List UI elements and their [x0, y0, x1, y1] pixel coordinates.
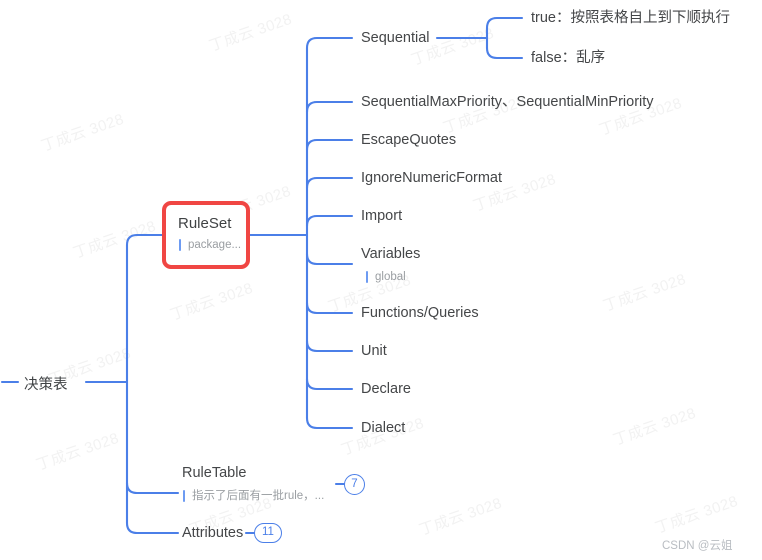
- node-dialect[interactable]: Dialect: [361, 420, 406, 436]
- node-variables-sublabel: global: [365, 270, 406, 284]
- node-variables[interactable]: Variables: [361, 246, 421, 262]
- node-declare[interactable]: Declare: [361, 381, 411, 397]
- node-sequential[interactable]: Sequential: [361, 30, 430, 46]
- badge-ruletable-count[interactable]: 7: [344, 474, 365, 495]
- watermark-text: 丁成云 3028: [600, 270, 689, 315]
- node-escapequotes[interactable]: EscapeQuotes: [361, 132, 457, 148]
- node-ruleset-sublabel: package...: [178, 238, 241, 252]
- node-attributes[interactable]: Attributes: [182, 525, 244, 541]
- wire-child-functionsqueries: [305, 301, 354, 315]
- watermark-text: 丁成云 3028: [38, 110, 127, 155]
- node-sequential-true[interactable]: true：按照表格自上到下顺执行: [531, 10, 730, 26]
- wire-child-seqpriority: [305, 100, 354, 114]
- wire-child-sequential: [305, 36, 354, 50]
- wire-child-declare: [305, 377, 354, 391]
- wire-sub-false: [485, 46, 524, 60]
- wire-child-ignorenumericformat: [305, 176, 354, 190]
- watermark-text: 丁成云 3028: [652, 492, 741, 537]
- wire-child-unit: [305, 339, 354, 353]
- node-sequential-priority[interactable]: SequentialMaxPriority、SequentialMinPrior…: [361, 94, 654, 110]
- watermark-text: 丁成云 3028: [33, 429, 122, 474]
- node-ruleset[interactable]: RuleSet package...: [162, 201, 250, 269]
- root-node-label[interactable]: 决策表: [24, 377, 68, 393]
- wire-child-dialect: [305, 416, 354, 430]
- wire-child-escapequotes: [305, 138, 354, 152]
- node-import[interactable]: Import: [361, 208, 403, 224]
- node-ruletable[interactable]: RuleTable: [182, 465, 247, 481]
- watermark-text: 丁成云 3028: [167, 279, 256, 324]
- wire-trunk-to-ruletable: [125, 481, 180, 495]
- node-ruleset-title: RuleSet: [178, 214, 232, 232]
- watermark-text: 丁成云 3028: [206, 10, 295, 55]
- node-unit[interactable]: Unit: [361, 343, 387, 359]
- node-ruletable-sublabel: 指示了后面有一批rule，...: [182, 489, 324, 503]
- badge-attributes-count[interactable]: 11: [254, 523, 282, 543]
- watermark-text: 丁成云 3028: [70, 217, 159, 262]
- wire-child-variables: [305, 252, 354, 266]
- wire-trunk-to-ruleset: [125, 233, 164, 247]
- watermark-text: 丁成云 3028: [416, 494, 505, 539]
- wire-child-import: [305, 214, 354, 228]
- wire-trunk-to-attributes: [125, 521, 180, 535]
- credit-watermark: CSDN @云姐: [662, 540, 733, 552]
- node-ignorenumericformat[interactable]: IgnoreNumericFormat: [361, 170, 503, 186]
- wire-sub-true: [485, 16, 524, 30]
- watermark-text: 丁成云 3028: [610, 404, 699, 449]
- node-functions-queries[interactable]: Functions/Queries: [361, 305, 479, 321]
- node-sequential-false[interactable]: false：乱序: [531, 50, 606, 66]
